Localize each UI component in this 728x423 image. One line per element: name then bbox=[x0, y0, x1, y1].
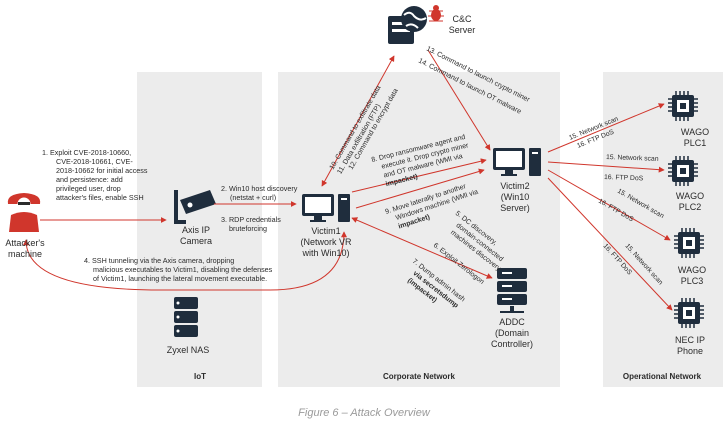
zone-label-corporate: Corporate Network bbox=[383, 372, 456, 381]
wago-plc3-chip-icon bbox=[674, 228, 704, 258]
arrow-step5-6-7 bbox=[351, 217, 493, 279]
zone-label-iot: IoT bbox=[194, 372, 206, 381]
wago-plc1-chip-icon bbox=[668, 91, 698, 121]
figure-caption: Figure 6 – Attack Overview bbox=[298, 407, 431, 419]
arrow-step13-14 bbox=[427, 49, 491, 151]
nas-label: Zyxel NAS bbox=[167, 345, 210, 355]
zone-label-operational: Operational Network bbox=[623, 372, 702, 381]
arrow-to-plc2 bbox=[547, 161, 665, 173]
plc2-dos-label: 16. FTP DoS bbox=[604, 174, 644, 182]
arrow-to-plc3 bbox=[547, 169, 671, 241]
ip-phone-chip-icon bbox=[674, 298, 704, 328]
domain-controller-server-icon bbox=[497, 268, 527, 313]
step1-text: 1. Exploit CVE-2018-10660,CVE-2018-10661… bbox=[42, 148, 148, 202]
plc2-scan-label: 15. Network scan bbox=[606, 154, 659, 163]
svg-text:15. Network scan: 15. Network scan bbox=[606, 154, 659, 163]
ip-camera-icon bbox=[174, 190, 216, 224]
step4-text: 4. SSH tunneling via the Axis camera, dr… bbox=[84, 256, 273, 283]
bug-icon bbox=[428, 5, 444, 22]
cnc-server-icon bbox=[388, 6, 427, 44]
arrow-step8 bbox=[351, 158, 487, 193]
arrow-step4 bbox=[23, 231, 347, 291]
storage-server-icon bbox=[174, 297, 198, 337]
victim1-computer-icon bbox=[302, 194, 350, 222]
arrow-step10-11-12 bbox=[321, 55, 395, 187]
arrow-to-plc1 bbox=[547, 103, 665, 153]
victim2-computer-icon bbox=[493, 148, 541, 176]
operational-network-zone bbox=[603, 72, 723, 387]
arrow-step9 bbox=[355, 168, 485, 209]
step2-text: 2. Win10 host discovery(netstat + curl) bbox=[221, 184, 298, 202]
arrow-to-nec-phone bbox=[547, 177, 673, 311]
wago-plc2-chip-icon bbox=[668, 156, 698, 186]
hacker-icon bbox=[7, 193, 41, 232]
svg-text:16. FTP DoS: 16. FTP DoS bbox=[604, 174, 644, 182]
iot-zone bbox=[137, 72, 262, 387]
